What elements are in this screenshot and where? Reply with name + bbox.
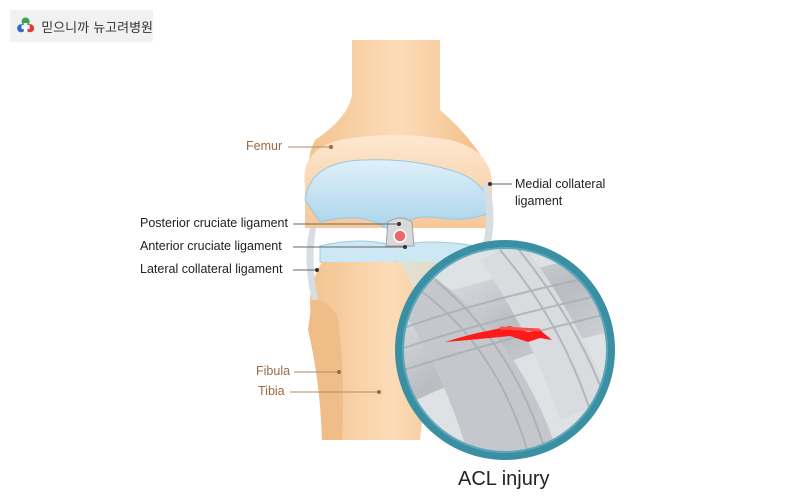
- leader-lines: [288, 145, 512, 394]
- lateral-collateral-ligament: [306, 228, 318, 300]
- label-medial-collateral-line1: Medial collateral: [515, 177, 606, 191]
- femoral-cartilage: [304, 159, 491, 230]
- label-tibia: Tibia: [258, 384, 285, 398]
- fibula-bone: [308, 300, 343, 440]
- label-femur: Femur: [246, 139, 283, 153]
- label-posterior-cruciate: Posterior cruciate ligament: [140, 216, 288, 230]
- label-fibula: Fibula: [256, 364, 291, 378]
- caption-acl-injury: ACL injury: [458, 468, 550, 490]
- clover-cross-logo-icon: [17, 17, 35, 33]
- magnified-ligament: [403, 248, 607, 452]
- hospital-name: 믿으니까 뉴고려병원: [41, 20, 153, 36]
- acl-marker: [393, 229, 407, 243]
- label-medial-collateral-line2: ligament: [515, 194, 563, 208]
- hospital-logo[interactable]: 믿으니까 뉴고려병원: [10, 10, 153, 42]
- label-lateral-collateral: Lateral collateral ligament: [140, 262, 283, 276]
- ligament-tear: [445, 326, 552, 342]
- label-anterior-cruciate: Anterior cruciate ligament: [140, 239, 282, 253]
